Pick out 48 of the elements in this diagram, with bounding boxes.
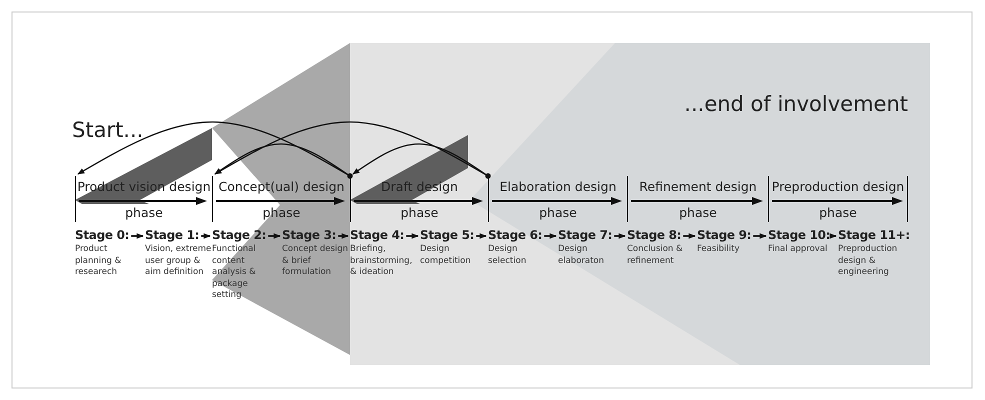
phase-name: Elaboration design	[498, 179, 618, 194]
arrow	[683, 233, 696, 239]
stage-title: Stage 1:	[145, 228, 200, 242]
annotation-text: ...end of involvement	[684, 92, 908, 116]
annotation-text: Start...	[72, 118, 144, 142]
phase-name: Refinement design	[638, 179, 758, 194]
curved-arrow	[214, 143, 353, 179]
phase-label: phase	[400, 205, 440, 220]
stage-title: Stage 3:	[282, 228, 336, 242]
stage-title: Stage 4:	[350, 228, 404, 242]
phase-name: Concept(ual) design	[218, 179, 346, 194]
arrow	[338, 233, 349, 239]
arrow	[268, 233, 281, 239]
arrow	[614, 233, 626, 239]
curved-arrow	[352, 143, 491, 179]
stage-title: Stage 0:	[75, 228, 130, 242]
arrow	[476, 233, 487, 239]
stage-description: Product planning & researech	[75, 244, 122, 278]
arrow	[201, 233, 211, 239]
stage-title: Stage 2:	[212, 228, 266, 242]
arrow	[753, 233, 767, 239]
stage-description: Concept design & brief formulation	[282, 244, 350, 278]
stage-description: Conclusion & refinement	[627, 244, 684, 267]
phase-segment	[75, 176, 212, 222]
stage-description: Design competition	[420, 244, 472, 267]
arrow	[544, 233, 557, 239]
stage-description: Feasibility	[697, 244, 740, 256]
stage-description: Briefing, brainstorming, & ideation	[350, 244, 414, 278]
stage-title: Stage 5:	[420, 228, 474, 242]
stage-description: Design selection	[488, 244, 528, 267]
phase-label: phase	[124, 205, 164, 220]
stage-description: Final approval	[768, 244, 828, 256]
stage-title: Stage 7:	[558, 228, 612, 242]
stage-description: Preproduction design & engineering	[838, 244, 898, 278]
arrow	[406, 233, 419, 239]
arrow	[830, 233, 837, 239]
phase-label: phase	[538, 205, 578, 220]
phase-label: phase	[678, 205, 718, 220]
phase-segment	[768, 176, 908, 222]
stage-title: Stage 11+:	[838, 228, 910, 242]
stage-title: Stage 9:	[697, 228, 752, 242]
stage-title: Stage 10:	[768, 228, 830, 242]
stage-title: Stage 8:	[627, 228, 682, 242]
stage-description: Design elaboraton	[558, 244, 606, 267]
phase-label: phase	[818, 205, 858, 220]
phase-name: Preproduction design	[770, 179, 906, 194]
arrow	[131, 233, 144, 239]
stage-title: Stage 6:	[488, 228, 542, 242]
